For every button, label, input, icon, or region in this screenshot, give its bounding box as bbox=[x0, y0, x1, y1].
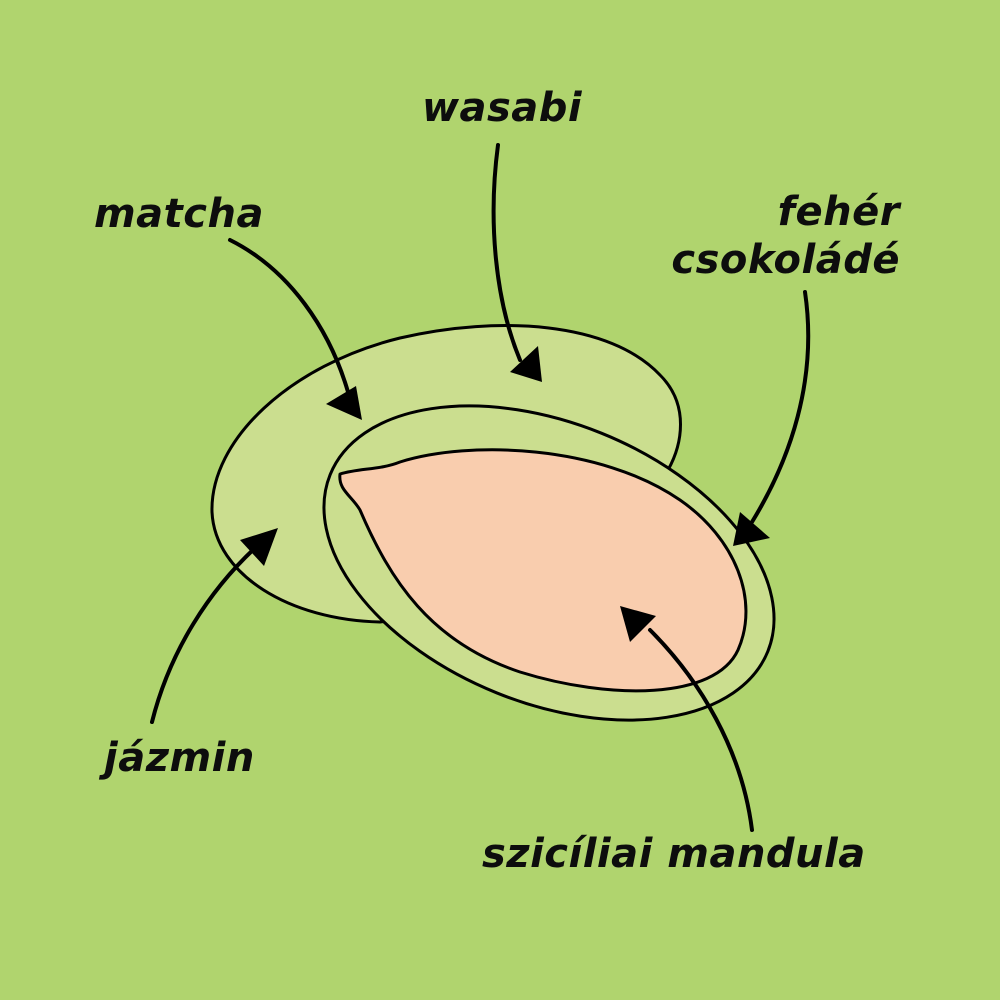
label-feher-line1: fehér bbox=[777, 189, 900, 235]
arrowhead-mandula bbox=[620, 606, 656, 642]
arrows bbox=[150, 143, 811, 832]
arrowhead-feher-csokolade bbox=[733, 512, 770, 546]
arrow-feher-csokolade bbox=[750, 290, 811, 524]
arrowhead-matcha bbox=[326, 386, 362, 420]
almond-kernel bbox=[338, 448, 748, 693]
arrowhead-wasabi bbox=[510, 346, 542, 382]
label-mandula: szicíliai mandula bbox=[482, 831, 866, 877]
arrow-jazmin bbox=[150, 546, 257, 724]
arrow-matcha bbox=[228, 238, 350, 394]
label-matcha: matcha bbox=[94, 191, 264, 237]
label-jazmin: jázmin bbox=[104, 735, 255, 781]
label-feher-csokolade: fehér csokoládé bbox=[600, 188, 900, 284]
arrowhead-jazmin bbox=[240, 528, 278, 566]
arrow-mandula bbox=[648, 628, 754, 832]
arrowheads bbox=[240, 346, 770, 642]
arrow-wasabi bbox=[491, 143, 522, 362]
label-wasabi: wasabi bbox=[422, 85, 583, 131]
label-feher-line2: csokoládé bbox=[671, 237, 900, 283]
